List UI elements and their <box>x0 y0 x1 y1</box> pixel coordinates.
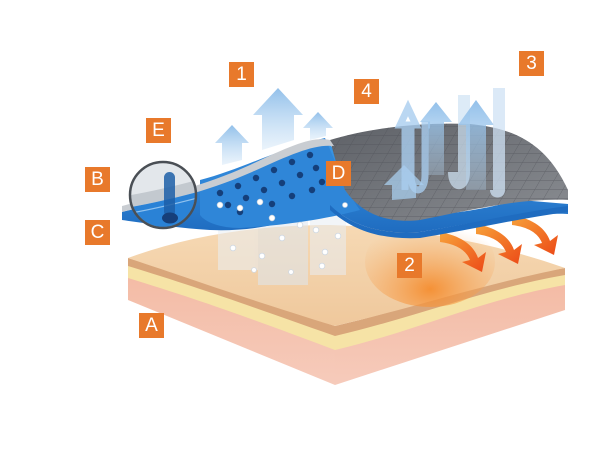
vapor-column-2 <box>490 88 505 198</box>
air-arrow-small-left <box>215 125 249 165</box>
label-4: 4 <box>354 79 379 104</box>
skin-side-front <box>335 270 565 385</box>
air-arrow-small-right <box>303 112 333 140</box>
heat-arrow-2 <box>476 224 522 264</box>
vapor-u-1 <box>394 99 430 194</box>
label-A: A <box>139 313 164 338</box>
magnified-pore <box>128 160 198 230</box>
moisture-bubbles <box>216 198 348 275</box>
gray-under-edge <box>330 205 568 239</box>
vapor-arrow-1 <box>420 102 452 175</box>
air-arrow-large <box>253 88 303 150</box>
skin-block <box>128 225 565 385</box>
label-C: C <box>85 220 110 245</box>
heat-arrow-3 <box>512 215 558 255</box>
vapor-outflow-arrows <box>394 88 505 198</box>
label-1: 1 <box>229 62 254 87</box>
foam-pores <box>216 151 326 216</box>
label-D: D <box>326 161 351 186</box>
label-B: B <box>85 167 110 192</box>
air-outflow-arrows <box>215 88 424 200</box>
vapor-arrow-2 <box>458 100 494 190</box>
label-3: 3 <box>519 51 544 76</box>
heat-arrow-1 <box>440 232 486 272</box>
heat-zone <box>365 215 558 307</box>
label-E: E <box>146 118 171 143</box>
label-2: 2 <box>397 253 422 278</box>
